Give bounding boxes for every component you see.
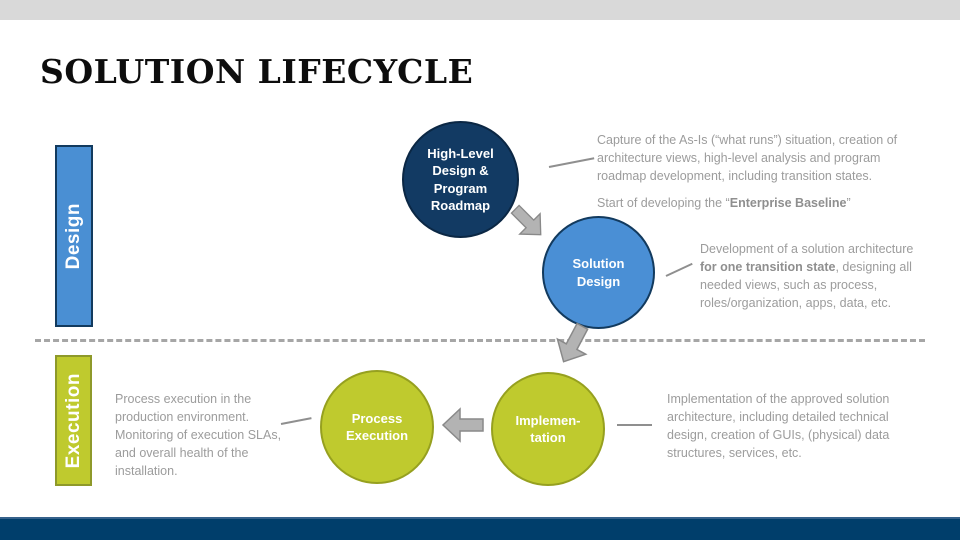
annotation-high-level-design: Capture of the As-Is (“what runs”) situa… bbox=[597, 131, 897, 212]
callout-line bbox=[280, 417, 312, 425]
callout-line bbox=[617, 424, 652, 426]
callout-line bbox=[665, 262, 693, 277]
stage-label-solution-design: Solution Design bbox=[572, 256, 625, 289]
flow-arrow-icon bbox=[501, 195, 555, 249]
stage-label-implementation: Implemen- tation bbox=[515, 412, 581, 445]
stage-label-process-execution: Process Execution bbox=[345, 410, 409, 443]
phase-divider-line bbox=[35, 339, 925, 342]
stage-circle-high-level-design: High-Level Design & Program Roadmap bbox=[402, 121, 519, 238]
phase-band-design-label: Design bbox=[63, 202, 84, 270]
annotation-paragraph: Start of developing the “Enterprise Base… bbox=[597, 196, 851, 210]
flow-arrow-icon bbox=[440, 405, 486, 445]
stage-circle-solution-design: Solution Design bbox=[542, 216, 655, 329]
flow-arrow-icon bbox=[545, 315, 601, 373]
stage-label-high-level-design: High-Level Design & Program Roadmap bbox=[427, 146, 494, 213]
stage-circle-implementation: Implemen- tation bbox=[491, 372, 605, 486]
annotation-paragraph: Capture of the As-Is (“what runs”) situa… bbox=[597, 133, 898, 183]
phase-band-execution-label: Execution bbox=[62, 372, 84, 469]
phase-band-design: Design bbox=[55, 145, 93, 327]
page-title: SOLUTION LIFECYCLE bbox=[40, 52, 474, 91]
bottom-bar bbox=[0, 517, 960, 540]
callout-line bbox=[548, 157, 595, 168]
top-bar bbox=[0, 0, 960, 20]
stage-circle-process-execution: Process Execution bbox=[320, 370, 434, 484]
phase-band-execution: Execution bbox=[55, 355, 92, 486]
